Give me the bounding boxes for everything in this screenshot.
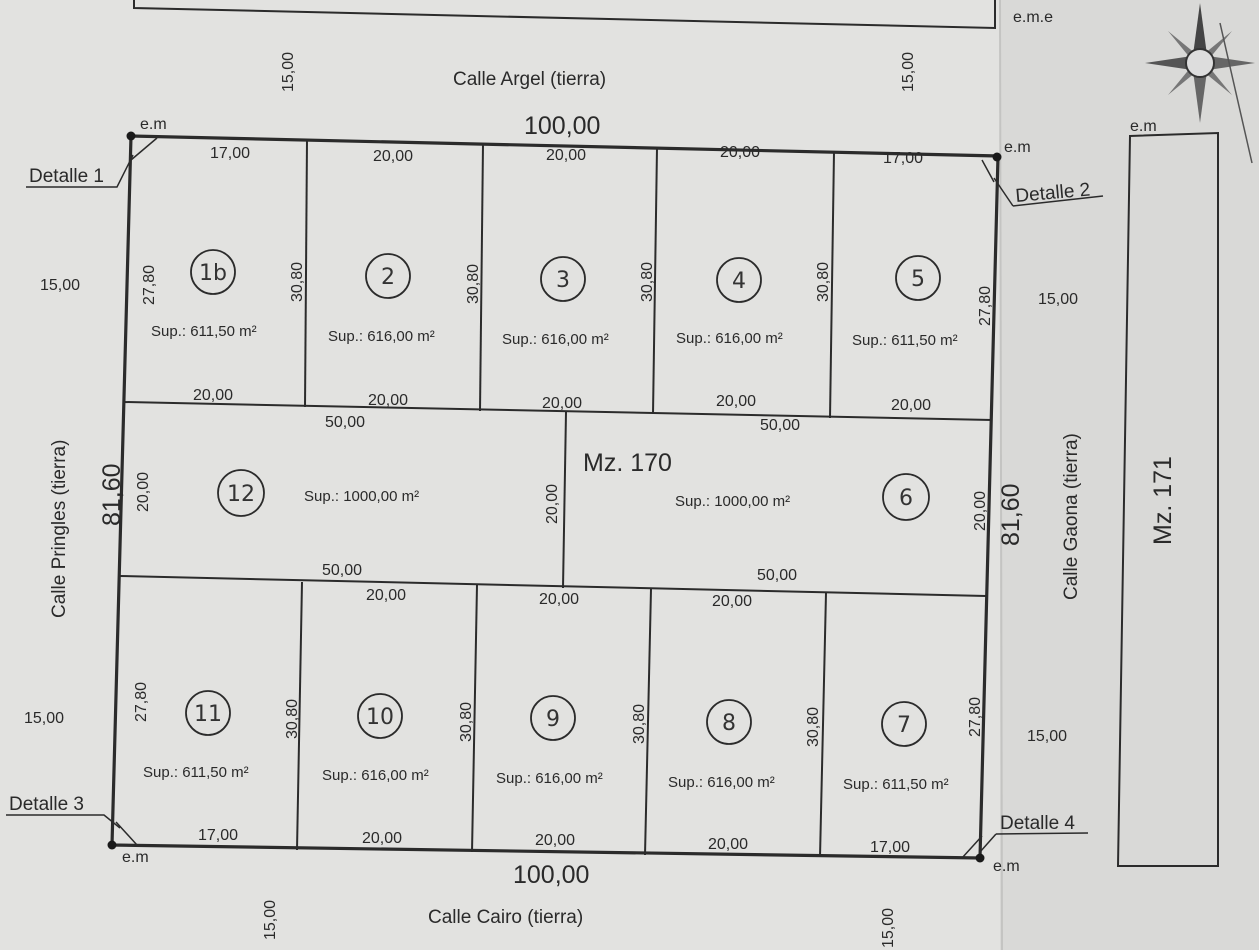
total-right: 81,60 <box>997 483 1025 546</box>
dim-label: 20,00 <box>362 830 402 847</box>
total-top: 100,00 <box>524 112 600 140</box>
lot-number: 2 <box>381 265 395 290</box>
dim-label: 20,00 <box>542 395 582 412</box>
total-left: 81,60 <box>98 463 126 526</box>
lot-number: 12 <box>227 482 255 507</box>
lot-area: Sup.: 616,00 m² <box>322 767 429 784</box>
lot-area: Sup.: 616,00 m² <box>328 328 435 345</box>
neighbor-block-outline <box>1116 131 1219 867</box>
lot-number: 8 <box>722 711 736 736</box>
dim-label: 20,00 <box>720 144 760 161</box>
lot-area: Sup.: 611,50 m² <box>143 764 249 781</box>
dim-label: 30,80 <box>289 262 306 302</box>
dim-label: 20,00 <box>708 836 748 853</box>
em-label-far: e.m <box>1130 118 1157 135</box>
dim-label: 20,00 <box>135 472 152 512</box>
detail-1-label: Detalle 1 <box>29 166 104 187</box>
previous-block-edge <box>133 0 996 30</box>
street-width: 15,00 <box>262 900 279 940</box>
dim-label: 30,80 <box>631 704 648 744</box>
dim-label: 50,00 <box>322 562 362 579</box>
dim-label: 20,00 <box>368 392 408 409</box>
dim-label: 20,00 <box>535 832 575 849</box>
dim-label: 20,00 <box>972 491 989 531</box>
corner-markers <box>107 131 1002 863</box>
lot-number: 11 <box>194 702 222 727</box>
lot-area: Sup.: 616,00 m² <box>502 331 609 348</box>
street-width: 15,00 <box>280 52 297 92</box>
lot-number: 4 <box>732 269 746 294</box>
street-width: 15,00 <box>40 277 80 294</box>
em-label-nw: e.m <box>140 116 167 133</box>
lot-area: Sup.: 616,00 m² <box>676 330 783 347</box>
lot-number: 5 <box>911 267 925 292</box>
lot-number: 3 <box>556 268 570 293</box>
lot-number: 9 <box>546 707 560 732</box>
lot-area: Sup.: 1000,00 m² <box>304 488 419 505</box>
dim-label: 30,80 <box>639 262 656 302</box>
street-width: 15,00 <box>900 52 917 92</box>
street-west: Calle Pringles (tierra) <box>49 440 70 618</box>
dim-label: 20,00 <box>539 591 579 608</box>
detail-4-label: Detalle 4 <box>1000 813 1075 834</box>
compass-rose-icon <box>1145 3 1255 164</box>
neighbor-block-label: Mz. 171 <box>1149 456 1177 545</box>
em-label-top: e.m.e <box>1013 9 1053 26</box>
dim-label: 20,00 <box>373 148 413 165</box>
lot-area: Sup.: 616,00 m² <box>496 770 603 787</box>
division-lines <box>119 139 993 858</box>
dim-label: 27,80 <box>977 286 994 326</box>
street-south: Calle Cairo (tierra) <box>428 907 583 928</box>
dim-label: 17,00 <box>870 839 910 856</box>
dim-label: 30,80 <box>465 264 482 304</box>
dim-label: 30,80 <box>458 702 475 742</box>
lot-area: Sup.: 1000,00 m² <box>675 493 790 510</box>
dim-label: 30,80 <box>805 707 822 747</box>
street-north: Calle Argel (tierra) <box>453 69 606 90</box>
em-label-sw: e.m <box>122 849 149 866</box>
street-east: Calle Gaona (tierra) <box>1061 433 1082 600</box>
lot-number: 1b <box>199 261 227 286</box>
lot-area: Sup.: 611,50 m² <box>151 323 257 340</box>
dim-label: 27,80 <box>133 682 150 722</box>
lot-area: Sup.: 611,50 m² <box>852 332 958 349</box>
dim-label: 17,00 <box>210 145 250 162</box>
street-width: 15,00 <box>1027 728 1067 745</box>
dim-label: 50,00 <box>757 567 797 584</box>
dim-label: 20,00 <box>716 393 756 410</box>
dim-label: 20,00 <box>366 587 406 604</box>
em-label-ne: e.m <box>1004 139 1031 156</box>
dim-label: 20,00 <box>546 147 586 164</box>
dim-label: 30,80 <box>815 262 832 302</box>
lot-area: Sup.: 616,00 m² <box>668 774 775 791</box>
lot-area: Sup.: 611,50 m² <box>843 776 949 793</box>
dim-label: 27,80 <box>141 265 158 305</box>
dim-label: 27,80 <box>967 697 984 737</box>
detail-leader-lines <box>6 154 1104 853</box>
dim-label: 20,00 <box>891 397 931 414</box>
dim-label: 17,00 <box>198 827 238 844</box>
street-width: 15,00 <box>24 710 64 727</box>
dim-label: 20,00 <box>544 484 561 524</box>
dim-label: 20,00 <box>193 387 233 404</box>
detail-3-label: Detalle 3 <box>9 794 84 815</box>
block-label: Mz. 170 <box>583 449 672 477</box>
lot-number: 6 <box>899 486 913 511</box>
em-label-se: e.m <box>993 858 1020 875</box>
lot-number: 7 <box>897 713 911 738</box>
dim-label: 20,00 <box>712 593 752 610</box>
dim-label: 50,00 <box>325 414 365 431</box>
dim-label: 17,00 <box>883 150 923 167</box>
lot-number: 10 <box>366 705 394 730</box>
total-bottom: 100,00 <box>513 861 589 889</box>
dim-label: 50,00 <box>760 417 800 434</box>
street-width: 15,00 <box>880 908 897 948</box>
lot-number-circles <box>185 249 941 747</box>
dim-label: 30,80 <box>284 699 301 739</box>
street-width: 15,00 <box>1038 291 1078 308</box>
